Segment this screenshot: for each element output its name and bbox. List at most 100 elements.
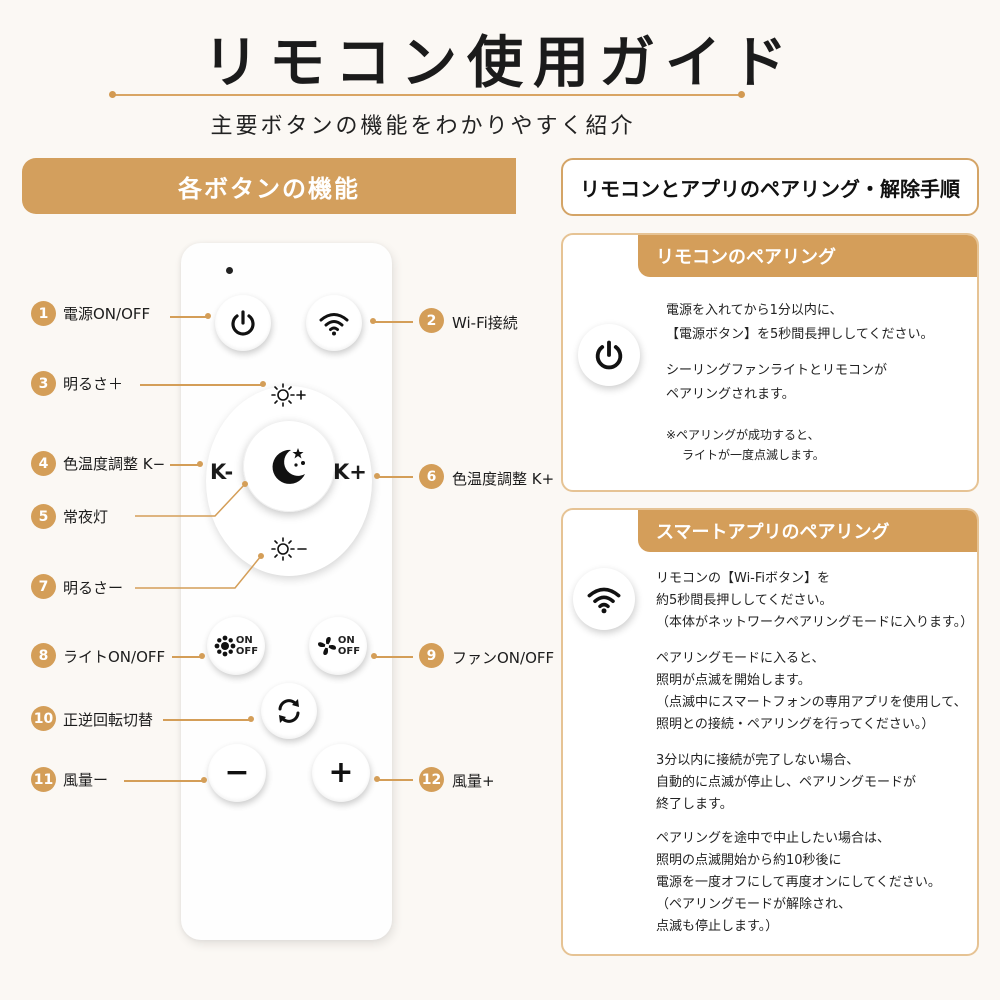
light-off-label: OFF	[235, 646, 259, 657]
text-line: 約5秒間長押ししてください。	[656, 593, 833, 608]
callout-number: 11	[31, 767, 56, 792]
callout-number: 10	[31, 706, 56, 731]
pairing-guide-title: リモコンとアプリのペアリング・解除手順	[580, 176, 960, 201]
text-line: （ペアリングモードが解除され、	[656, 897, 852, 912]
color-temp-down-button[interactable]: K-	[210, 460, 234, 484]
callout-label-color-temp-up: 色温度調整 K+	[452, 470, 555, 488]
page-title: リモコン使用ガイド	[203, 30, 797, 96]
callout-number: 3	[31, 371, 56, 396]
callout-dot	[197, 461, 203, 467]
callout-number: 7	[31, 574, 56, 599]
callout-label-light-onoff: ライトON/OFF	[63, 648, 166, 666]
callout-line	[124, 780, 204, 782]
pairing-guide-header: リモコンとアプリのペアリング・解除手順	[561, 158, 979, 216]
text-line: （点滅中にスマートフォンの専用アプリを使用して、	[656, 695, 967, 710]
callout-line	[374, 656, 413, 658]
callout-label-night-light: 常夜灯	[63, 508, 109, 526]
text-line: ペアリングを途中で中止したい場合は、	[656, 831, 891, 846]
color-temp-up-button[interactable]: K+	[333, 460, 367, 484]
text-line: ライトが一度点滅します。	[682, 448, 825, 462]
brightness-down-icon	[271, 537, 307, 561]
callout-line	[377, 476, 413, 478]
moon-icon	[272, 448, 305, 484]
minus-icon: −	[224, 755, 250, 790]
power-button[interactable]	[215, 295, 271, 351]
rotate-icon	[278, 699, 300, 723]
light-onoff-text: ON OFF	[236, 635, 258, 657]
callout-line	[172, 656, 202, 658]
callout-number: 4	[31, 451, 56, 476]
text-line: 【電源ボタン】を5秒間長押ししてください。	[666, 327, 934, 342]
text-line: 終了します。	[656, 797, 733, 812]
callout-number: 6	[419, 464, 444, 489]
callout-dot	[248, 716, 254, 722]
power-icon	[231, 310, 255, 336]
reverse-rotation-button[interactable]	[261, 683, 317, 739]
text-line: ペアリングされます。	[666, 387, 795, 402]
remote-pairing-note: ※ペアリングが成功すると、 ライトが一度点滅します。	[666, 425, 825, 465]
button-functions-title: 各ボタンの機能	[178, 174, 360, 203]
app-pairing-step-2: ペアリングモードに入ると、 照明が点滅を開始します。 （点滅中にスマートフォンの…	[656, 648, 967, 736]
callout-label-fan-speed-down: 風量ー	[63, 771, 109, 789]
remote-pairing-step-1: 電源を入れてから1分以内に、 【電源ボタン】を5秒間長押ししてください。	[666, 299, 934, 347]
callout-line	[170, 316, 208, 318]
fan-icon	[317, 637, 336, 655]
callout-dot	[201, 777, 207, 783]
fan-on-label: ON	[337, 635, 355, 646]
callout-number: 9	[419, 643, 444, 668]
text-line: 電源を一度オフにして再度オンにしてください。	[656, 875, 941, 890]
callout-number: 8	[31, 643, 56, 668]
callout-dot	[205, 313, 211, 319]
callout-label-power: 電源ON/OFF	[63, 305, 151, 323]
brightness-up-icon	[271, 383, 306, 407]
light-on-label: ON	[235, 635, 253, 646]
remote-pairing-card: リモコンのペアリング 電源を入れてから1分以内に、 【電源ボタン】を5秒間長押し…	[561, 233, 979, 492]
wifi-icon	[587, 587, 621, 614]
text-line: 3分以内に接続が完了しない場合、	[656, 753, 860, 768]
indicator-led	[226, 267, 233, 274]
app-pairing-step-4: ペアリングを途中で中止したい場合は、 照明の点滅開始から約10秒後に 電源を一度…	[656, 828, 941, 938]
power-icon-circle	[578, 324, 640, 386]
night-light-button[interactable]	[243, 420, 335, 512]
title-divider	[109, 91, 745, 97]
callout-number: 1	[31, 301, 56, 326]
callout-label-color-temp-down: 色温度調整 K−	[63, 455, 166, 473]
callout-label-reverse-rotation: 正逆回転切替	[63, 711, 154, 729]
text-line: 電源を入れてから1分以内に、	[666, 303, 843, 318]
callout-label-wifi: Wi-Fi接続	[452, 314, 518, 332]
callout-dot	[199, 653, 205, 659]
text-line: （本体がネットワークペアリングモードに入ります。）	[656, 615, 974, 630]
callout-line	[163, 719, 251, 721]
callout-dot	[260, 381, 266, 387]
text-line: ※ペアリングが成功すると、	[666, 428, 820, 442]
wifi-icon	[319, 313, 349, 336]
remote-pairing-tab: リモコンのペアリング	[638, 235, 977, 277]
app-pairing-step-3: 3分以内に接続が完了しない場合、 自動的に点滅が停止し、ペアリングモードが 終了…	[656, 750, 916, 816]
text-line: 照明が点滅を開始します。	[656, 673, 811, 688]
callout-label-fan-onoff: ファンON/OFF	[452, 649, 555, 667]
light-icon	[214, 635, 236, 657]
remote-control	[181, 243, 392, 940]
fan-off-label: OFF	[337, 646, 361, 657]
text-line: リモコンの【Wi-Fiボタン】を	[656, 571, 831, 586]
brightness-up-button[interactable]	[270, 380, 310, 412]
wifi-icon-circle	[573, 568, 635, 630]
wifi-button[interactable]	[306, 295, 362, 351]
button-functions-header: 各ボタンの機能	[22, 158, 516, 214]
text-line: 照明の点滅開始から約10秒後に	[656, 853, 842, 868]
fan-speed-up-button[interactable]: +	[312, 744, 370, 802]
brightness-down-button[interactable]	[270, 535, 310, 567]
power-icon	[595, 340, 623, 370]
callout-line	[135, 553, 264, 589]
text-line: ペアリングモードに入ると、	[656, 651, 825, 666]
callout-number: 5	[31, 504, 56, 529]
callout-label-brightness-down: 明るさー	[63, 579, 124, 597]
fan-onoff-text: ON OFF	[338, 635, 360, 657]
fan-onoff-button[interactable]: ON OFF	[309, 617, 367, 675]
app-pairing-step-1: リモコンの【Wi-Fiボタン】を 約5秒間長押ししてください。 （本体がネットワ…	[656, 568, 973, 634]
app-pairing-tab: スマートアプリのペアリング	[638, 510, 977, 552]
light-onoff-button[interactable]: ON OFF	[207, 617, 265, 675]
callout-line	[170, 464, 200, 466]
fan-speed-down-button[interactable]: −	[208, 744, 266, 802]
callout-label-fan-speed-up: 風量+	[452, 772, 495, 790]
